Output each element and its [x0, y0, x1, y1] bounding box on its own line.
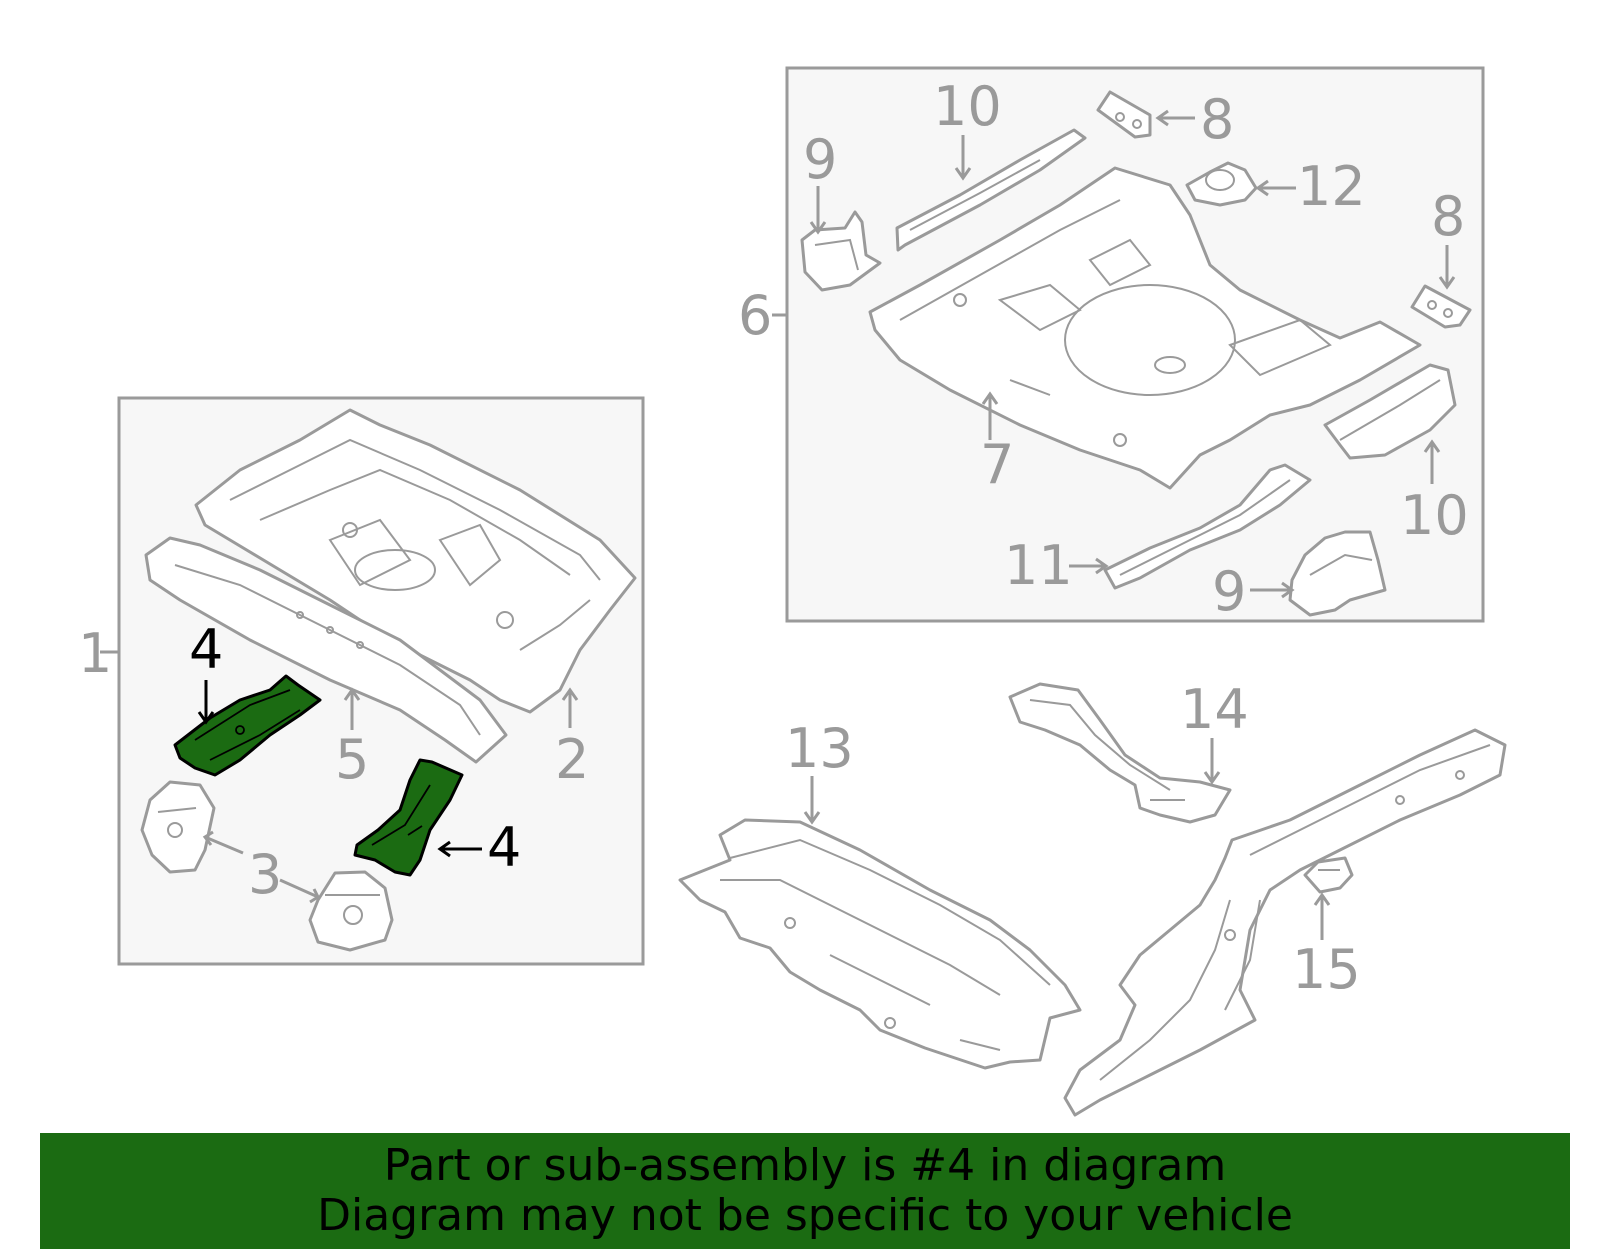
- callout-14: 14: [1180, 678, 1249, 741]
- callout-9-lower: 9: [1212, 560, 1246, 623]
- part-14-side-member[interactable]: [1008, 682, 1232, 824]
- part-13-floor-panel[interactable]: [678, 818, 1082, 1070]
- callout-7: 7: [980, 433, 1014, 496]
- callout-11: 11: [1004, 534, 1073, 597]
- callout-9-upper: 9: [803, 128, 837, 191]
- callout-5: 5: [335, 728, 369, 791]
- info-banner: Part or sub-assembly is #4 in diagram Di…: [40, 1133, 1570, 1249]
- part-10-rail-lower[interactable]: [1323, 363, 1457, 460]
- callout-10-lower: 10: [1400, 484, 1469, 547]
- callout-8-top: 8: [1200, 88, 1234, 151]
- callout-labels: 1 2 3 4 4 5 6 7 8 8 9 9 10 10 11 12 13 1…: [78, 75, 1469, 1001]
- rear-rail-frame[interactable]: [1063, 728, 1507, 1117]
- callout-6: 6: [738, 284, 772, 347]
- callout-4-lower: 4: [487, 816, 521, 879]
- callout-10-upper: 10: [933, 75, 1002, 138]
- callout-15: 15: [1292, 938, 1361, 1001]
- part-4-highlighted-lower[interactable]: [353, 758, 464, 877]
- part-11-trim[interactable]: [1103, 463, 1312, 590]
- part-4-highlighted-upper[interactable]: [173, 674, 322, 777]
- banner-line-part: Part or sub-assembly is #4 in diagram: [383, 1140, 1227, 1191]
- part-8-plate-right[interactable]: [1410, 284, 1472, 329]
- part-8-plate-top[interactable]: [1096, 90, 1152, 139]
- callout-2: 2: [555, 728, 589, 791]
- part-5-crossmember[interactable]: [144, 536, 508, 764]
- part-9-bracket-lower[interactable]: [1288, 530, 1387, 617]
- part-2-rear-floor-pan[interactable]: [194, 408, 637, 714]
- callout-13: 13: [785, 717, 854, 780]
- leader-lines: [100, 109, 1456, 940]
- banner-line-disclaimer: Diagram may not be specific to your vehi…: [317, 1190, 1293, 1241]
- callout-12: 12: [1297, 155, 1366, 218]
- callout-8-right: 8: [1431, 185, 1465, 248]
- callout-4-upper: 4: [189, 618, 223, 681]
- part-3-bracket-lower[interactable]: [308, 870, 394, 952]
- part-9-bracket-upper[interactable]: [800, 210, 882, 292]
- part-3-bracket-upper[interactable]: [140, 780, 216, 874]
- part-10-rail-upper[interactable]: [895, 128, 1087, 252]
- callout-1: 1: [78, 622, 112, 685]
- callout-3: 3: [248, 843, 282, 906]
- part-7-trunk-floor[interactable]: [868, 166, 1422, 490]
